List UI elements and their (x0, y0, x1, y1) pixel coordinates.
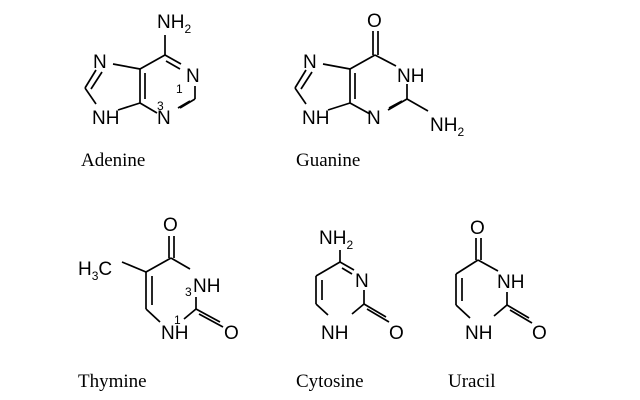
cytosine-caption: Cytosine (296, 371, 364, 392)
uracil-structure: O NH NH O Uracil (448, 218, 547, 392)
guanine-oxygen-label: O (367, 11, 382, 32)
adenine-bonds (84, 35, 196, 114)
thymine-caption: Thymine (78, 371, 147, 392)
thymine-o2-label: O (224, 323, 239, 344)
adenine-position-3-label: 3 (157, 99, 164, 113)
guanine-n3-label: N (367, 108, 381, 129)
thymine-structure: O O NH NH H3C 3 1 Thymine (78, 215, 239, 392)
guanine-nh9-label: NH (302, 108, 329, 129)
cytosine-nh2-label: NH2 (319, 228, 353, 252)
cytosine-oxygen-label: O (389, 323, 404, 344)
adenine-nh2-label: NH2 (157, 12, 191, 36)
thymine-nh1-label: NH (161, 323, 188, 344)
guanine-nh1-label: NH (397, 66, 424, 87)
adenine-n1-label: N (186, 66, 200, 87)
adenine-structure: NH2 N N NH N 1 3 Adenine (81, 12, 200, 171)
thymine-methyl-label: H3C (78, 259, 112, 283)
thymine-o4-label: O (163, 215, 178, 236)
cytosine-bonds (315, 250, 390, 323)
cytosine-structure: NH2 N NH O Cytosine (296, 228, 404, 392)
adenine-caption: Adenine (81, 150, 145, 171)
cytosine-n3-label: N (355, 271, 369, 292)
thymine-position-3-label: 3 (185, 285, 192, 299)
uracil-o2-label: O (532, 323, 547, 344)
uracil-nh1-label: NH (465, 323, 492, 344)
thymine-bonds (121, 236, 224, 328)
guanine-bonds (294, 31, 429, 115)
adenine-n7-label: N (93, 52, 107, 73)
adenine-n3-label: N (157, 108, 171, 129)
thymine-nh3-label: NH (193, 276, 220, 297)
uracil-caption: Uracil (448, 371, 495, 392)
thymine-position-1-label: 1 (174, 313, 181, 327)
uracil-o4-label: O (470, 218, 485, 239)
guanine-n7-label: N (303, 52, 317, 73)
uracil-bonds (455, 238, 533, 324)
guanine-structure: O NH N NH N NH2 Guanine (294, 11, 464, 171)
cytosine-nh1-label: NH (321, 323, 348, 344)
guanine-nh2-label: NH2 (430, 115, 464, 139)
adenine-nh9-label: NH (92, 108, 119, 129)
uracil-nh3-label: NH (497, 272, 524, 293)
adenine-position-1-label: 1 (176, 82, 183, 96)
guanine-caption: Guanine (296, 150, 360, 171)
